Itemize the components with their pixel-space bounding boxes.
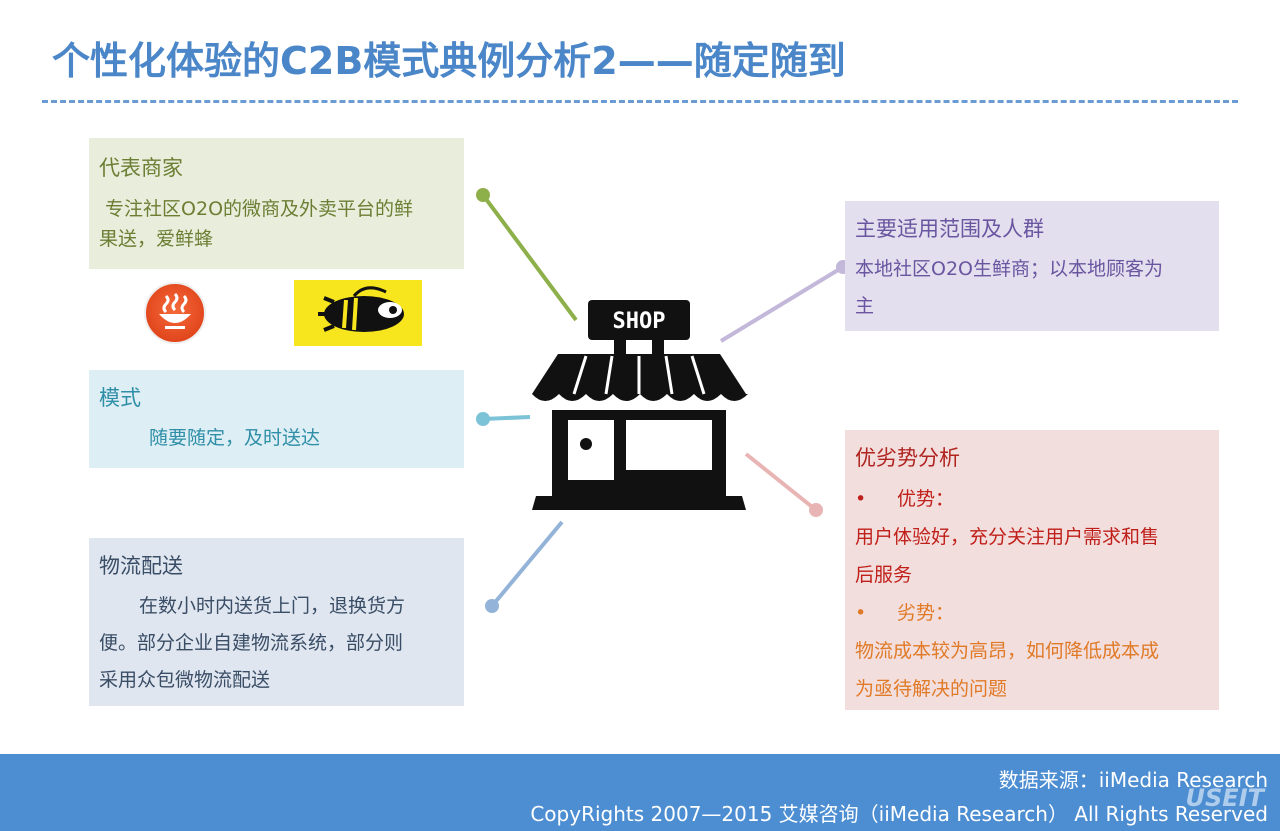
connector-merchant-dot <box>476 188 490 202</box>
mode-box: 模式 随要随定，及时送达 <box>89 370 464 468</box>
connector-analysis <box>744 452 818 512</box>
merchant-text-line2: 果送，爱鲜蜂 <box>99 228 214 250</box>
merchant-text-line1: 专注社区O2O的微商及外卖平台的鲜 <box>99 198 414 220</box>
connector-mode <box>482 415 531 421</box>
page-title: 个性化体验的C2B模式典例分析2——随定随到 <box>52 39 846 83</box>
merchant-title: 代表商家 <box>99 156 183 180</box>
shop-sign-text: SHOP <box>613 309 666 334</box>
mode-title: 模式 <box>99 386 141 410</box>
connector-logistics <box>490 520 564 608</box>
footer-source: 数据来源：iiMedia Research <box>998 768 1268 792</box>
logistics-title: 物流配送 <box>99 554 183 578</box>
bee-logo-icon <box>294 280 422 346</box>
scope-title: 主要适用范围及人群 <box>855 217 1044 241</box>
mode-text: 随要随定，及时送达 <box>149 427 321 449</box>
footer-bar: USEIT 数据来源：iiMedia Research CopyRights 2… <box>0 754 1280 831</box>
merchant-box: 代表商家 专注社区O2O的微商及外卖平台的鲜 果送，爱鲜蜂 <box>89 138 464 269</box>
disadvantage-line2: 为亟待解决的问题 <box>855 678 1008 700</box>
advantage-label: 优势： <box>897 488 955 510</box>
connector-mode-dot <box>476 412 490 426</box>
connector-logistics-dot <box>485 599 499 613</box>
watermark: USEIT <box>1185 784 1264 812</box>
footer-copyright: CopyRights 2007—2015 艾媒咨询（iiMedia Resear… <box>530 802 1268 826</box>
disadvantage-line1: 物流成本较为高昂，如何降低成本成 <box>855 640 1160 662</box>
advantage-line1: 用户体验好，充分关注用户需求和售 <box>855 526 1160 548</box>
logistics-box: 物流配送 在数小时内送货上门，退换货方 便。部分企业自建物流系统，部分则 采用众… <box>89 538 464 706</box>
disadvantage-heading: • 劣势： <box>855 594 1209 632</box>
logistics-line2: 便。部分企业自建物流系统，部分则 <box>99 632 404 654</box>
shop-icon: SHOP <box>532 300 748 510</box>
scope-box: 主要适用范围及人群 本地社区O2O生鲜商；以本地顾客为 主 <box>845 201 1219 331</box>
advantage-line2: 后服务 <box>855 564 913 586</box>
disadvantage-label: 劣势： <box>897 602 955 624</box>
analysis-title: 优劣势分析 <box>855 446 960 470</box>
connector-merchant <box>481 193 578 322</box>
connector-scope <box>719 265 845 343</box>
logistics-line1: 在数小时内送货上门，退换货方 <box>139 595 406 617</box>
analysis-box: 优劣势分析 • 优势： 用户体验好，充分关注用户需求和售 后服务 • 劣势： 物流成… <box>845 430 1219 710</box>
scope-line1: 本地社区O2O生鲜商；以本地顾客为 <box>855 258 1163 280</box>
scope-line2: 主 <box>855 295 875 317</box>
bowl-logo-icon <box>144 282 206 344</box>
connector-analysis-dot <box>809 503 823 517</box>
advantage-bullet: • <box>855 488 867 510</box>
advantage-heading: • 优势： <box>855 480 1209 518</box>
dashed-divider <box>42 100 1238 103</box>
disadvantage-bullet: • <box>855 602 867 624</box>
logistics-line3: 采用众包微物流配送 <box>99 669 271 691</box>
